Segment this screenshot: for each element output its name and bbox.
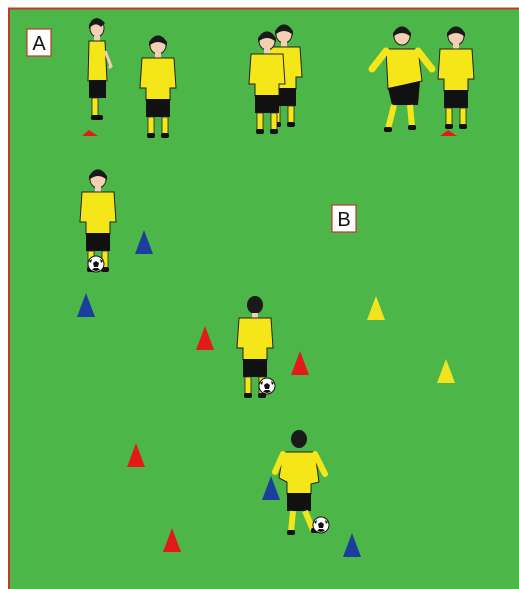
ball-3 xyxy=(313,517,329,533)
label-a: A xyxy=(32,33,46,55)
label-b: B xyxy=(337,209,350,231)
ball-1 xyxy=(88,256,104,272)
ball-2 xyxy=(259,378,275,394)
